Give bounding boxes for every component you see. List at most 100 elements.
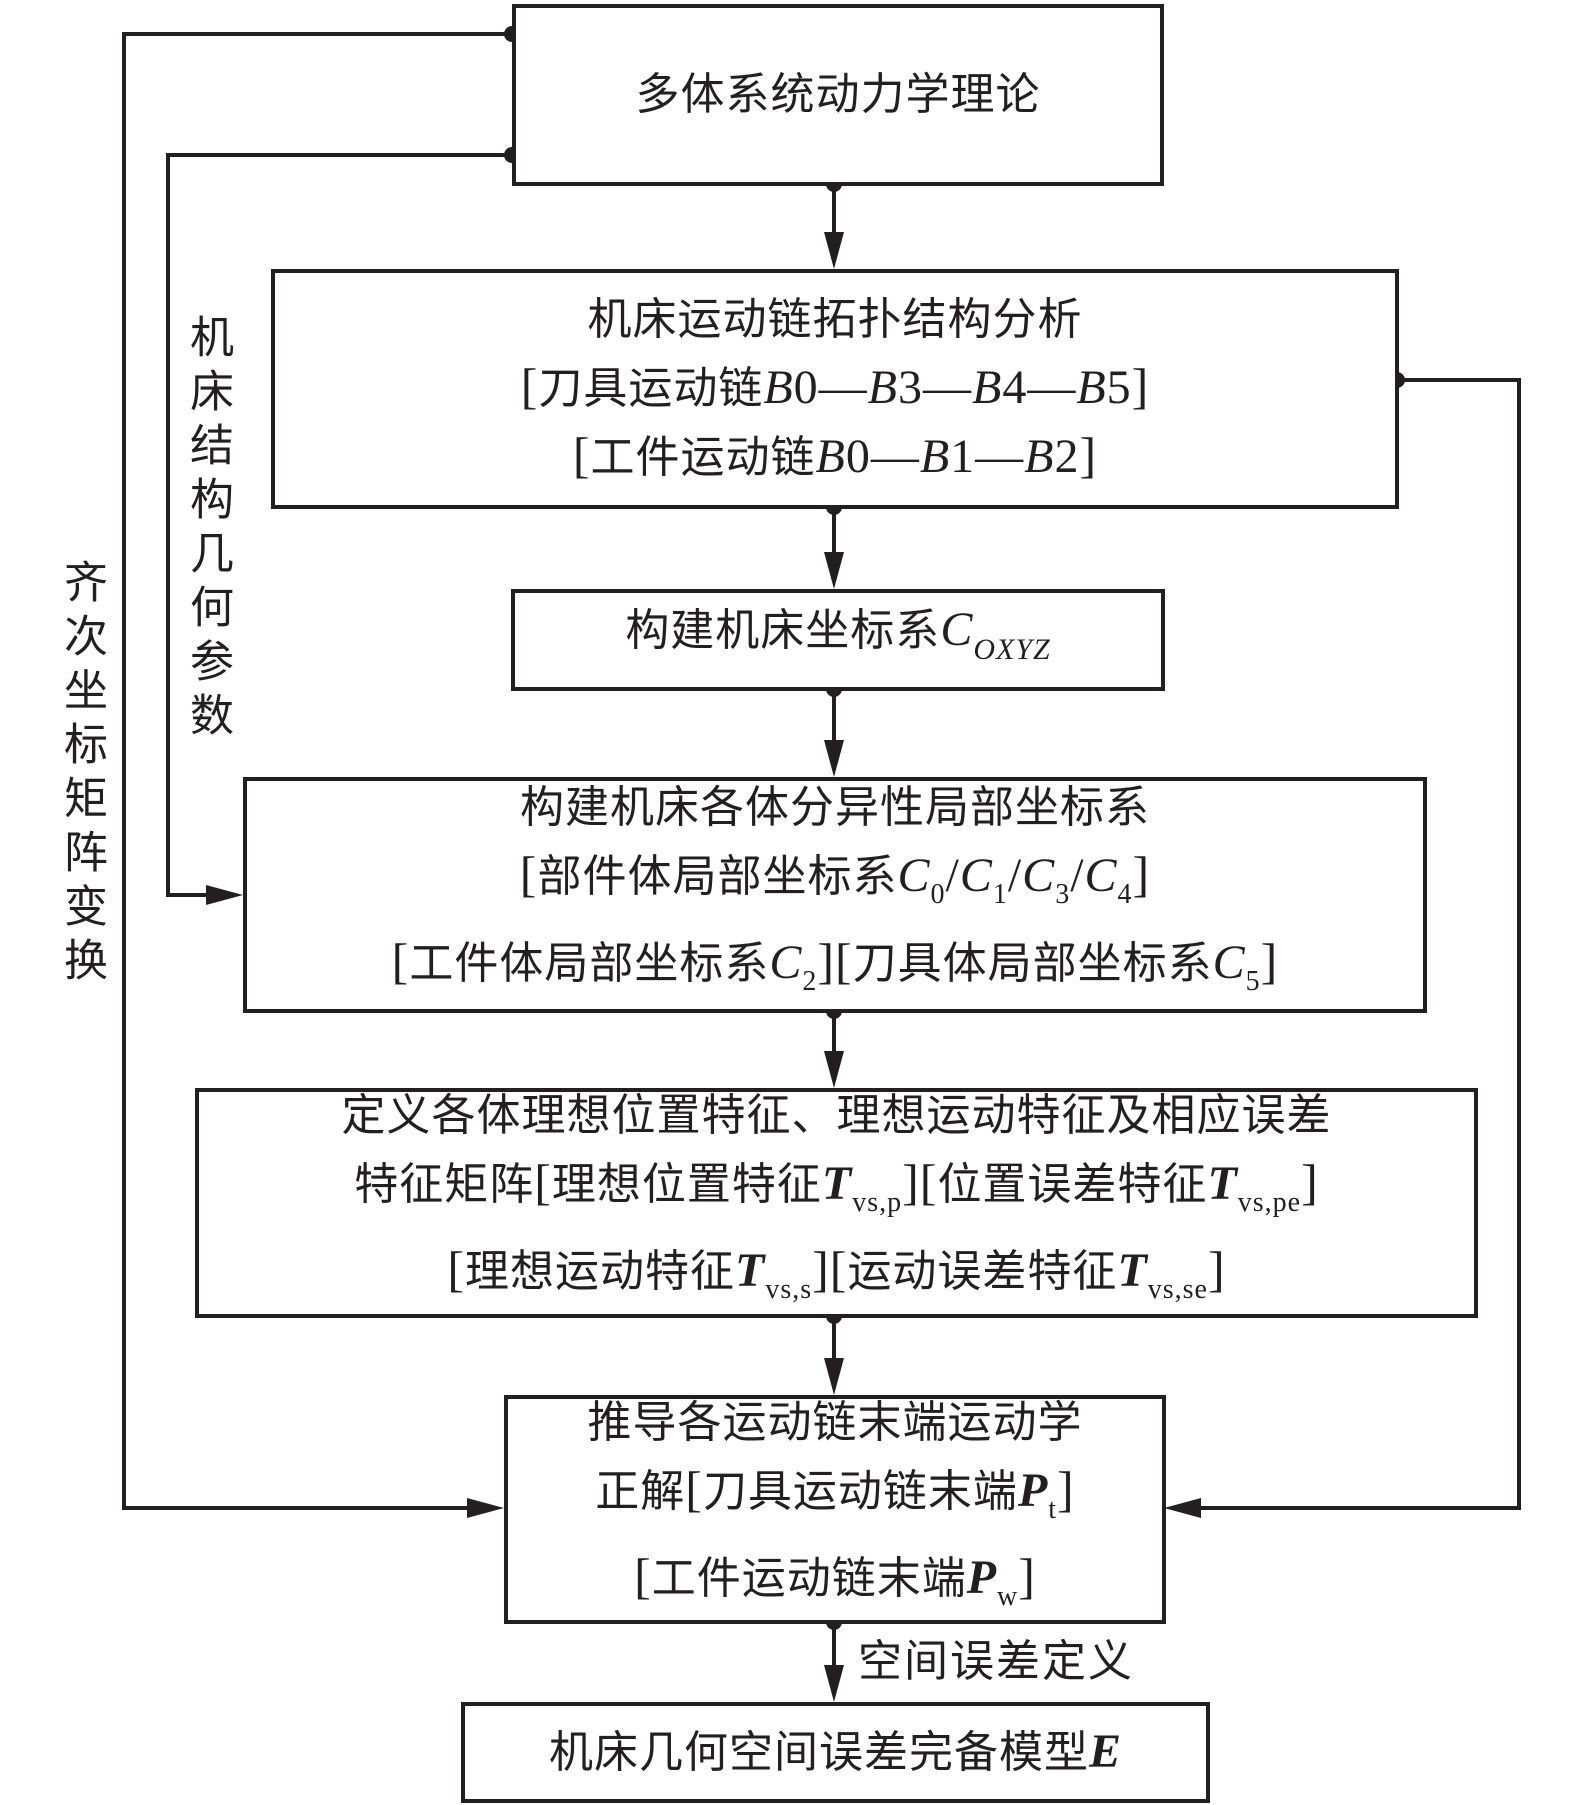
math-symbol: B xyxy=(815,430,846,483)
math-symbol: 4— xyxy=(1002,361,1077,414)
node-text-line: [工件体局部坐标系C2][刀具体局部坐标系C5] xyxy=(392,928,1279,1015)
node-text-line: 定义各体理想位置特征、理想运动特征及相应误差 xyxy=(342,1083,1332,1149)
math-symbol: [ xyxy=(520,358,539,414)
math-symbol: t xyxy=(1048,1493,1058,1525)
math-symbol: B xyxy=(867,361,898,414)
text-segment: 部件体局部坐标系 xyxy=(537,851,898,902)
math-symbol: w xyxy=(997,1580,1019,1612)
node-multibody-theory: 多体系统动力学理论 xyxy=(512,4,1164,186)
math-symbol: vs,pe xyxy=(1237,1187,1302,1218)
math-symbol: E xyxy=(1088,1725,1122,1778)
math-symbol: 5 xyxy=(1245,966,1261,997)
math-symbol: B xyxy=(763,361,794,414)
math-symbol: 2 xyxy=(802,966,818,997)
text-segment: 理想运动特征 xyxy=(465,1246,735,1297)
node-kinematic-chain-topology: 机床运动链拓扑结构分析[刀具运动链B0—B3—B4—B5][工件运动链B0—B1… xyxy=(271,269,1399,509)
math-symbol: vs,p xyxy=(852,1187,903,1218)
math-symbol: 5 xyxy=(1106,361,1132,414)
arrowhead-left-icon xyxy=(1164,1498,1201,1518)
math-symbol: ] xyxy=(1132,846,1151,902)
node-text-line: 正解[刀具运动链末端Pt] xyxy=(595,1456,1074,1543)
math-symbol: B xyxy=(972,361,1003,414)
math-symbol: ][ xyxy=(902,1154,938,1210)
math-symbol: ] xyxy=(1260,933,1279,989)
math-symbol: ] xyxy=(1079,427,1098,483)
math-symbol: ] xyxy=(1131,358,1150,414)
arrowhead-down-icon xyxy=(824,1358,844,1395)
math-symbol: 3— xyxy=(898,361,972,414)
math-symbol: 0 xyxy=(930,879,946,910)
text-segment: 机床运动链拓扑结构分析 xyxy=(587,294,1083,345)
math-symbol: T xyxy=(1207,1157,1238,1210)
text-segment: 工件体局部坐标系 xyxy=(409,938,770,989)
label-structure-geometric-params: 机床结构几何参数 xyxy=(182,314,233,746)
connector-structure-params xyxy=(166,153,512,897)
text-segment: 定义各体理想位置特征、理想运动特征及相应误差 xyxy=(341,1090,1332,1141)
math-symbol: C xyxy=(959,849,993,902)
math-symbol: [ xyxy=(391,933,410,989)
math-symbol: 3 xyxy=(1055,879,1071,910)
math-symbol: B xyxy=(1024,430,1055,483)
arrowhead-right-icon xyxy=(467,1498,504,1518)
node-text-line: 构建机床各体分异性局部坐标系 xyxy=(520,775,1150,841)
label-spatial-error-definition: 空间误差定义 xyxy=(858,1636,1134,1687)
math-symbol: 4 xyxy=(1117,879,1133,910)
math-symbol: ][ xyxy=(812,1241,848,1297)
math-symbol: C xyxy=(1212,936,1246,989)
math-symbol: / xyxy=(945,849,960,902)
math-symbol: / xyxy=(1007,849,1023,902)
math-symbol: [ xyxy=(572,427,591,483)
node-text-line: 特征矩阵[理想位置特征Tvs,p][位置误差特征Tvs,pe] xyxy=(354,1149,1319,1236)
arrowhead-down-icon xyxy=(824,1051,844,1088)
text-segment: 位置误差特征 xyxy=(937,1159,1208,1210)
node-text-line: [理想运动特征Tvs,s][运动误差特征Tvs,se] xyxy=(447,1236,1225,1323)
node-forward-kinematics: 推导各运动链末端运动学正解[刀具运动链末端Pt][工件运动链末端Pw] xyxy=(504,1395,1166,1624)
arrowhead-down-icon xyxy=(824,552,844,589)
math-symbol: vs,se xyxy=(1147,1274,1208,1305)
node-feature-matrices: 定义各体理想位置特征、理想运动特征及相应误差特征矩阵[理想位置特征Tvs,p][… xyxy=(195,1088,1478,1318)
math-symbol: 1— xyxy=(950,430,1025,483)
math-symbol: B xyxy=(1076,361,1107,414)
math-symbol: C xyxy=(940,603,974,656)
text-segment: 推导各运动链末端运动学 xyxy=(587,1396,1083,1448)
text-segment: 构建机床坐标系 xyxy=(625,605,941,656)
math-symbol: ] xyxy=(1057,1460,1075,1517)
node-text-line: 推导各运动链末端运动学 xyxy=(588,1390,1083,1456)
text-segment: 刀具体局部坐标系 xyxy=(852,938,1213,989)
label-homogeneous-coordinate-transform: 齐次坐标矩阵变换 xyxy=(56,559,107,991)
math-symbol: P xyxy=(966,1550,998,1604)
node-text-line: [工件运动链末端Pw] xyxy=(634,1543,1036,1630)
text-segment: 构建机床各体分异性局部坐标系 xyxy=(520,782,1150,833)
text-segment: 工件运动链 xyxy=(590,432,816,483)
node-text-line: 机床运动链拓扑结构分析 xyxy=(588,287,1083,353)
math-symbol: / xyxy=(1070,849,1085,902)
node-text-line: [刀具运动链B0—B3—B4—B5] xyxy=(521,353,1150,422)
math-symbol: T xyxy=(735,1244,766,1297)
text-segment: 工件运动链末端 xyxy=(651,1552,967,1604)
connector-homogeneous-transform xyxy=(122,32,512,1510)
math-symbol: ] xyxy=(1301,1154,1319,1210)
node-text-line: 机床几何空间误差完备模型E xyxy=(549,1719,1122,1786)
math-symbol: ] xyxy=(1208,1241,1226,1297)
node-spatial-error-model: 机床几何空间误差完备模型E xyxy=(461,1702,1210,1803)
math-symbol: P xyxy=(1017,1463,1049,1517)
node-text-line: 多体系统动力学理论 xyxy=(636,62,1041,128)
math-symbol: ][ xyxy=(817,933,853,989)
math-symbol: B xyxy=(919,430,951,483)
arrowhead-down-icon xyxy=(824,1665,844,1702)
node-text-line: 构建机床坐标系COXYZ xyxy=(625,597,1050,683)
math-symbol: C xyxy=(1084,849,1118,902)
math-symbol: 1 xyxy=(992,879,1008,910)
connector-topology-to-kinematics xyxy=(1200,378,1521,1510)
text-segment: 正解 xyxy=(595,1465,686,1517)
math-symbol: C xyxy=(1022,849,1056,902)
math-symbol: C xyxy=(769,936,803,989)
math-symbol: vs,s xyxy=(765,1274,813,1305)
math-symbol: T xyxy=(1117,1244,1148,1297)
math-symbol: [ xyxy=(519,846,538,902)
node-text-line: [部件体局部坐标系C0/C1/C3/C4] xyxy=(520,841,1150,928)
text-segment: 特征矩阵 xyxy=(354,1159,535,1210)
text-segment: 刀具运动链末端 xyxy=(702,1465,1018,1517)
arrowhead-down-icon xyxy=(824,740,844,777)
